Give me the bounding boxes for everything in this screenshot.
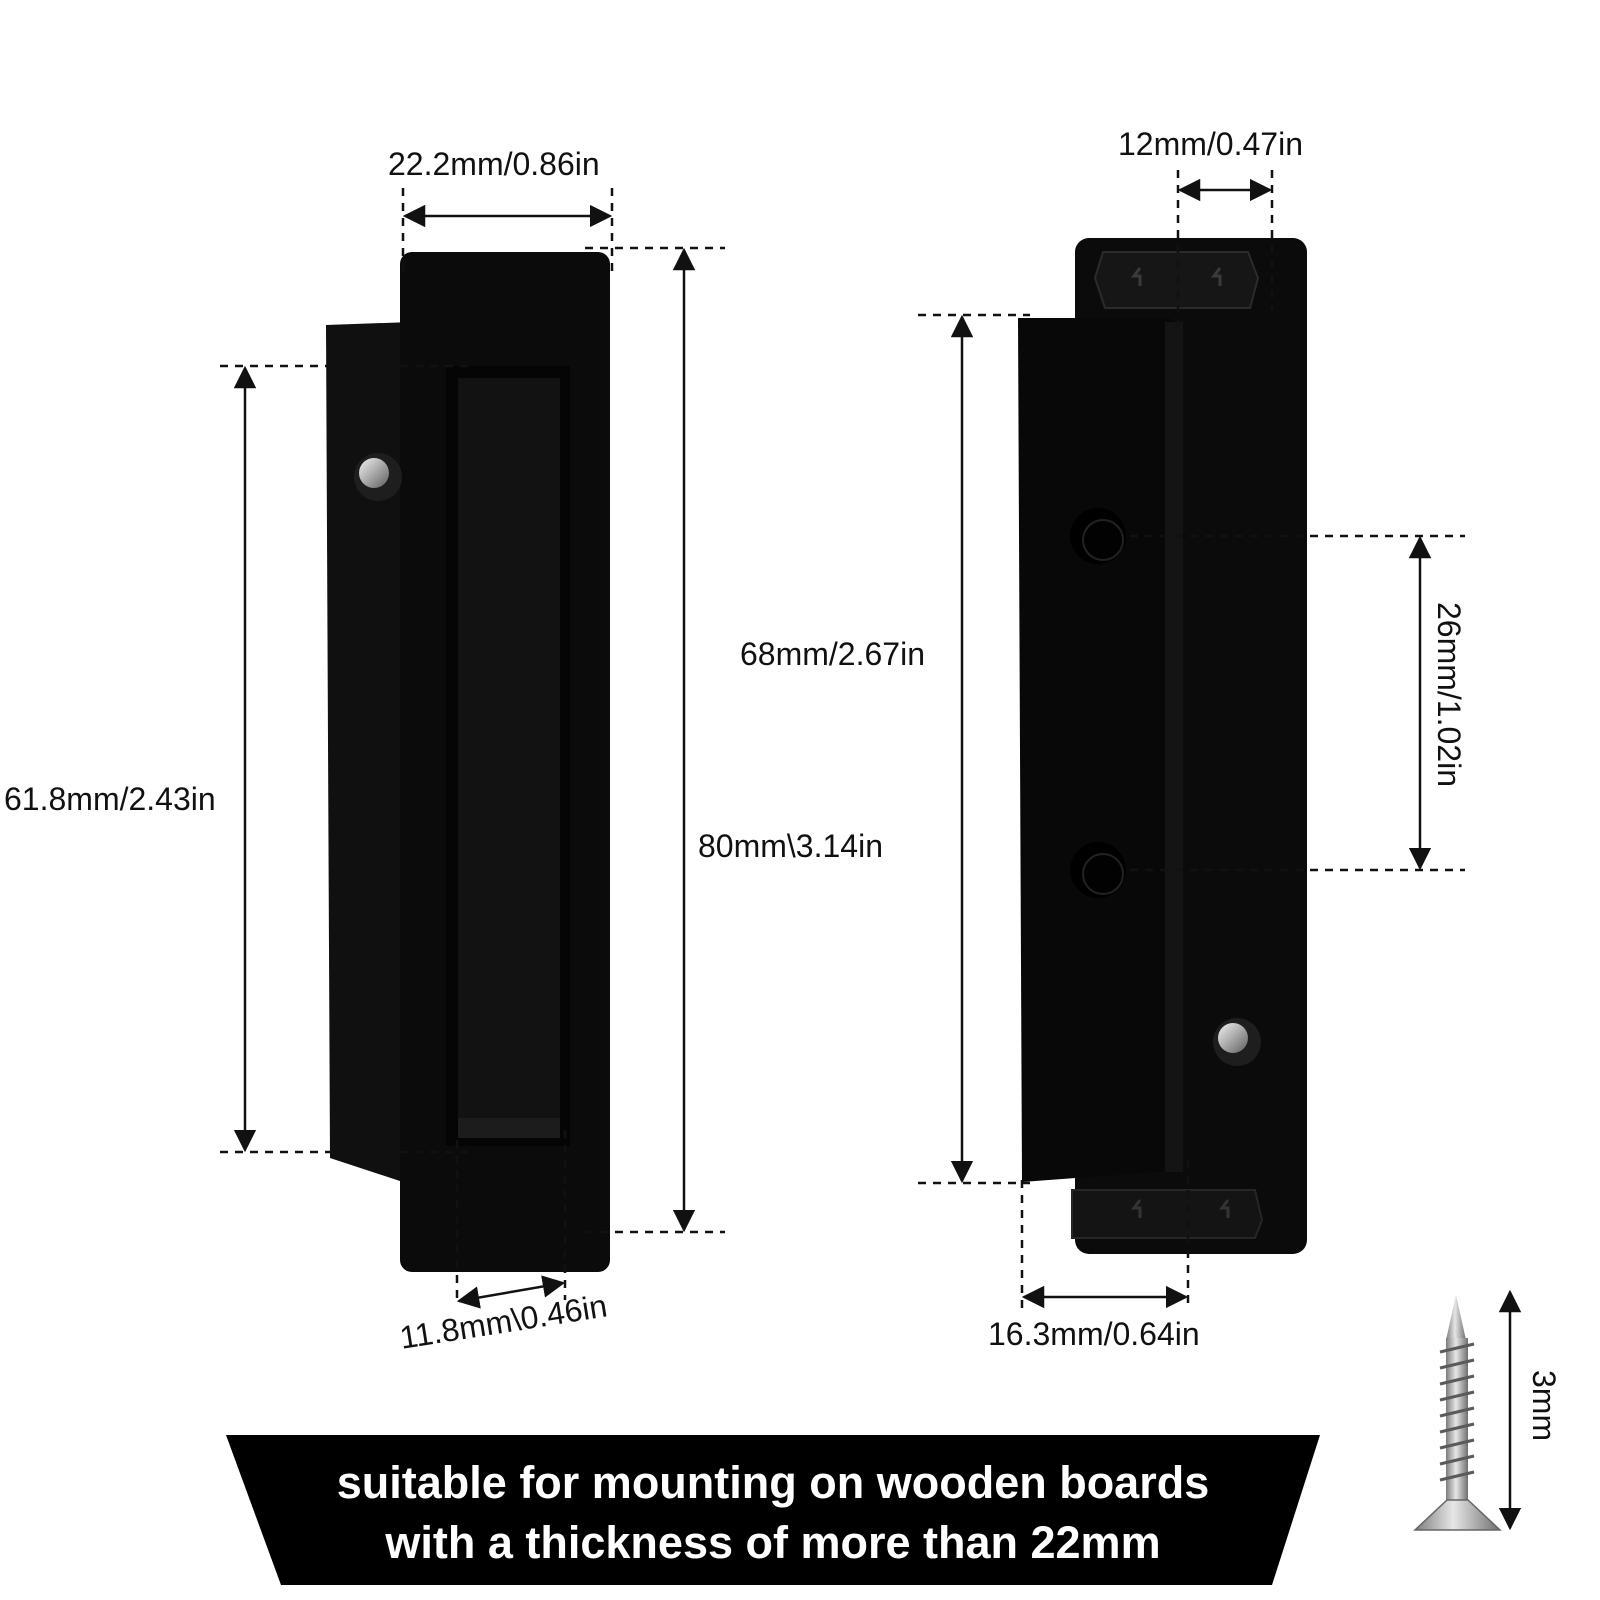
front-handle-pull-bottom: [458, 1118, 560, 1138]
front-top-width-label: 22.2mm/0.86in: [388, 146, 600, 182]
banner-background: [226, 1435, 1320, 1585]
screw-head: [1413, 1499, 1502, 1531]
front-dimension-lines: [220, 188, 725, 1309]
front-handle-pin: [354, 453, 402, 501]
back-handle-body: [1018, 318, 1182, 1182]
front-handle-pull-plate: [458, 378, 560, 1118]
back-handle-holes: [1070, 508, 1126, 898]
banner-text: suitable for mounting on wooden boards w…: [226, 1453, 1320, 1573]
front-inner-height-label: 61.8mm/2.43in: [4, 781, 216, 817]
back-handle-top-bracket: [1093, 251, 1260, 309]
back-handle: [1018, 238, 1307, 1254]
back-hole-spacing-label: 26mm/1.02in: [1431, 602, 1467, 787]
front-recess-width-arrow: [456, 1275, 566, 1309]
back-handle-bottom-bracket: [1071, 1189, 1264, 1239]
front-total-height-label: 80mm\3.14in: [698, 828, 883, 864]
screw-tip: [1446, 1295, 1466, 1340]
back-body-height-label: 68mm/2.67in: [740, 636, 925, 672]
screw: [1413, 1295, 1502, 1531]
banner-line-1: suitable for mounting on wooden boards: [336, 1457, 1210, 1508]
back-bracket-width-label: 12mm/0.47in: [1118, 126, 1303, 162]
screw-length-label: 3mm: [1526, 1370, 1562, 1442]
info-banner: suitable for mounting on wooden boards w…: [226, 1435, 1320, 1585]
banner-line-2: with a thickness of more than 22mm: [385, 1517, 1161, 1568]
back-body-width-label: 16.3mm/0.64in: [988, 1316, 1200, 1352]
front-handle: [326, 252, 610, 1272]
back-dimension-lines: [918, 170, 1465, 1310]
back-handle-pin: [1213, 1018, 1261, 1066]
front-handle-back-box: [326, 322, 412, 1185]
